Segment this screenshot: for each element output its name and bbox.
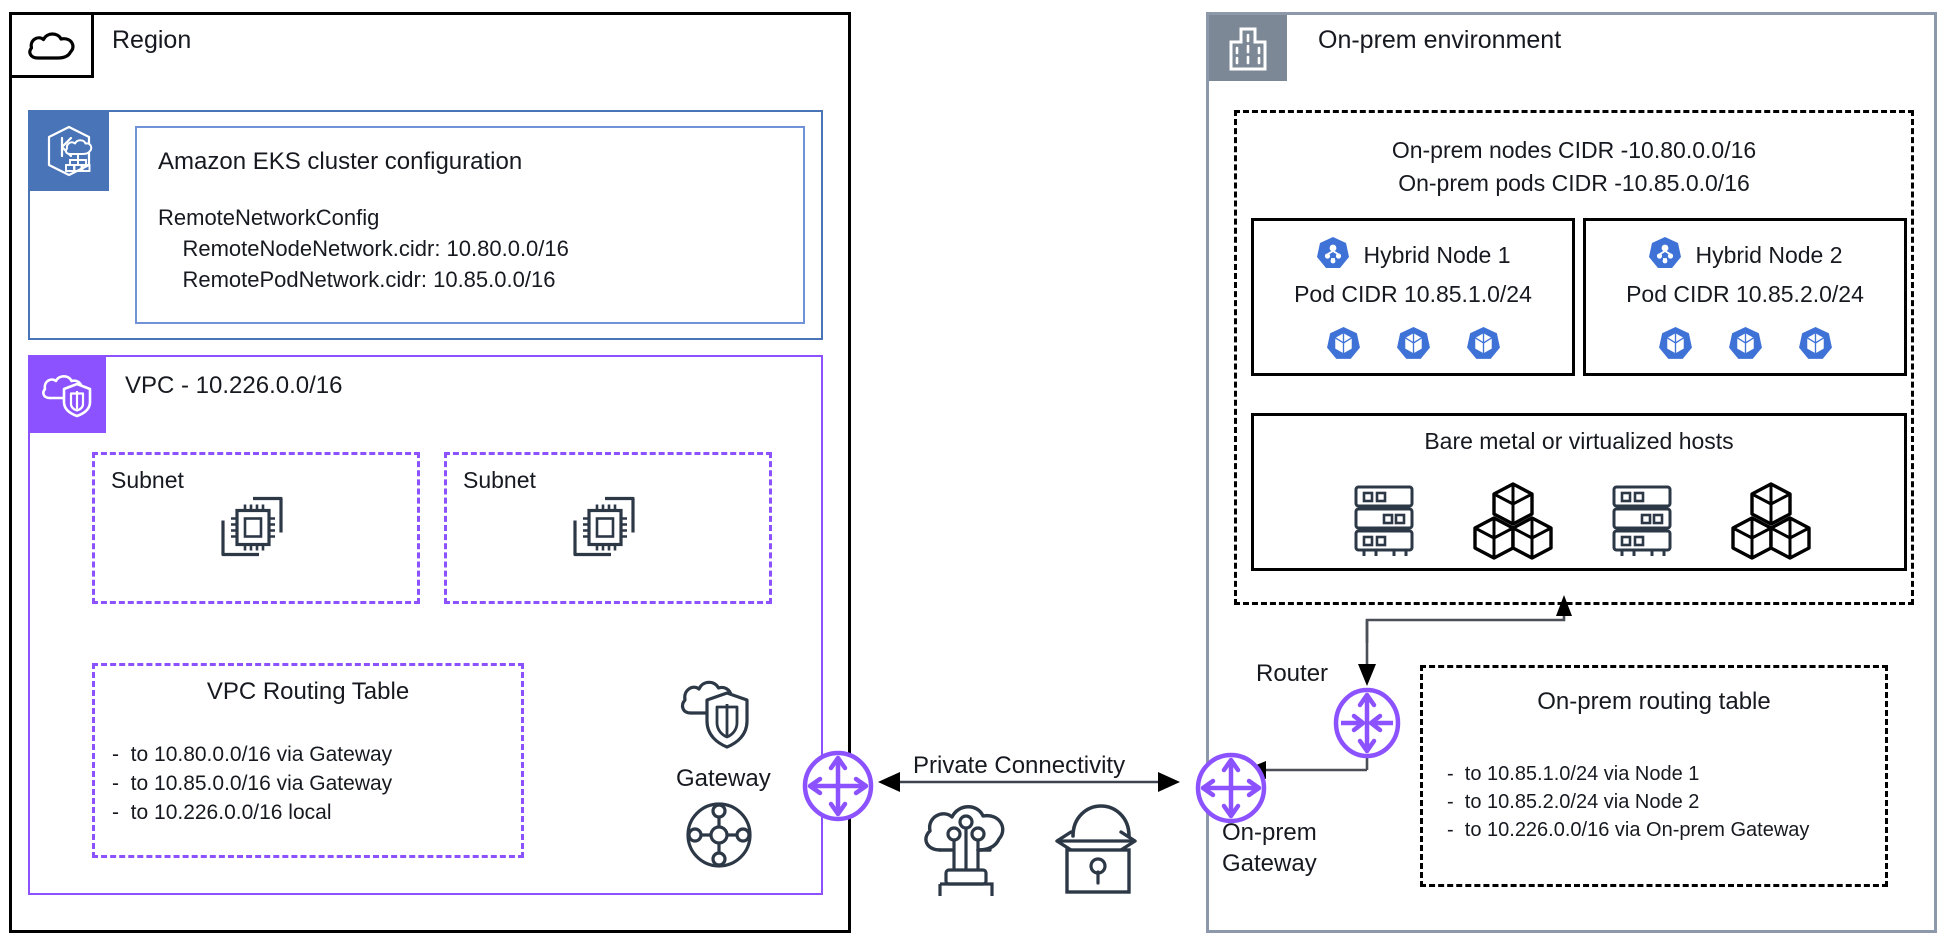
hybrid-node-name: Hybrid Node 1 xyxy=(1363,242,1511,268)
vpc-shield-icon xyxy=(678,673,758,764)
region-icon xyxy=(9,12,94,78)
vpc-routing-table-rows: - to 10.80.0.0/16 via Gateway - to 10.85… xyxy=(112,740,392,827)
hybrid-node-1: Hybrid Node 1 Pod CIDR 10.85.1.0/24 xyxy=(1251,218,1575,376)
direct-connect-cloud-icon xyxy=(918,798,1014,903)
vpc-gateway-label: Gateway xyxy=(676,765,771,792)
subnet-label: Subnet xyxy=(111,467,184,493)
onprem-nodes-cidr: On-prem nodes CIDR -10.80.0.0/16 xyxy=(1391,137,1757,163)
gateway-node-icon xyxy=(800,748,876,829)
onprem-pods-cidr: On-prem pods CIDR -10.85.0.0/16 xyxy=(1398,170,1750,196)
router-label: Router xyxy=(1256,660,1329,687)
building-icon xyxy=(1209,15,1287,81)
vpc-routing-table xyxy=(92,663,524,858)
vpc-route-row: - to 10.226.0.0/16 local xyxy=(112,801,332,824)
gateway-node-icon xyxy=(1193,750,1269,831)
vpc-route-row: - to 10.85.0.0/16 via Gateway xyxy=(112,772,393,795)
pod-icon xyxy=(1325,325,1362,367)
pod-icon xyxy=(1395,325,1432,367)
region-label: Region xyxy=(112,26,192,54)
pod-icon xyxy=(1657,325,1694,367)
vpc-routing-table-title: VPC Routing Table xyxy=(206,678,410,705)
hybrid-node-pod-cidr: Pod CIDR 10.85.2.0/24 xyxy=(1626,281,1864,307)
pod-icon xyxy=(1727,325,1764,367)
ec2-instances-icon xyxy=(567,492,649,569)
onprem-routing-table-rows: - to 10.85.1.0/24 via Node 1 - to 10.85.… xyxy=(1447,760,1809,844)
eks-config-title: Amazon EKS cluster configuration xyxy=(158,148,523,175)
onprem-route-row: - to 10.226.0.0/16 via On-prem Gateway xyxy=(1447,819,1810,841)
subnet-label: Subnet xyxy=(463,467,536,493)
private-connectivity-label: Private Connectivity xyxy=(913,752,1126,779)
hybrid-node-name: Hybrid Node 2 xyxy=(1695,242,1843,268)
onprem-gateway-label-line2: Gateway xyxy=(1222,850,1317,877)
subnet-2: Subnet xyxy=(444,452,772,604)
server-rack-icon xyxy=(1346,481,1422,564)
kubernetes-node-icon xyxy=(1647,235,1683,276)
hybrid-node-2: Hybrid Node 2 Pod CIDR 10.85.2.0/24 xyxy=(1583,218,1907,376)
onprem-routing-table xyxy=(1420,665,1888,887)
onprem-routing-table-title: On-prem routing table xyxy=(1537,688,1771,715)
ec2-instances-icon xyxy=(215,492,297,569)
onprem-gateway-label: On-prem Gateway xyxy=(1222,817,1317,879)
pod-icon xyxy=(1465,325,1502,367)
bare-metal-hosts-title: Bare metal or virtualized hosts xyxy=(1424,428,1734,454)
vpc-shield-icon xyxy=(28,355,106,433)
containers-icon xyxy=(1472,480,1554,565)
onprem-gateway-label-line1: On-prem xyxy=(1222,819,1317,846)
onprem-label: On-prem environment xyxy=(1318,26,1562,54)
kubernetes-node-icon xyxy=(1315,235,1351,276)
server-rack-icon xyxy=(1604,481,1680,564)
subnet-1: Subnet xyxy=(92,452,420,604)
vpc-route-row: - to 10.80.0.0/16 via Gateway xyxy=(112,743,393,766)
bare-metal-hosts-icons xyxy=(1251,480,1907,565)
router-node-icon xyxy=(1330,685,1404,766)
hybrid-node-pod-cidr: Pod CIDR 10.85.1.0/24 xyxy=(1294,281,1532,307)
onprem-route-row: - to 10.85.2.0/24 via Node 2 xyxy=(1447,791,1700,813)
private-connectivity-arrow xyxy=(878,770,1180,794)
vpc-label: VPC - 10.226.0.0/16 xyxy=(125,372,343,399)
transit-gateway-icon xyxy=(684,800,754,875)
eks-remote-network-config: RemoteNetworkConfig RemoteNodeNetwork.ci… xyxy=(158,205,569,292)
onprem-route-row: - to 10.85.1.0/24 via Node 1 xyxy=(1447,763,1700,785)
vpn-lock-icon xyxy=(1045,792,1141,901)
eks-config-box xyxy=(135,126,805,324)
containers-icon xyxy=(1730,480,1812,565)
onprem-cidr-text: On-prem nodes CIDR -10.80.0.0/16 On-prem… xyxy=(1234,134,1914,200)
eks-cluster-icon xyxy=(28,110,109,191)
pod-icon xyxy=(1797,325,1834,367)
